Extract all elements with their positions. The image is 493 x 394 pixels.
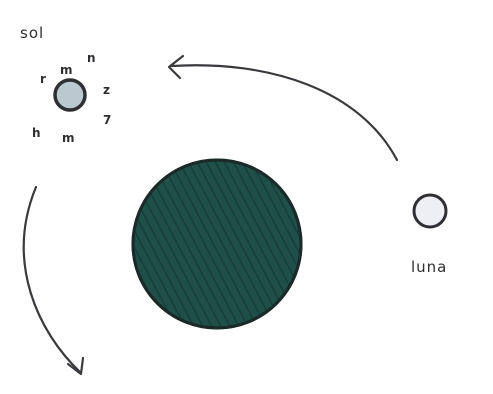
- sun-ray-mark: m: [62, 131, 75, 145]
- earth-hatch-line: [326, 150, 426, 340]
- moon: luna: [411, 195, 447, 276]
- sun-motion-arrow: [24, 187, 83, 374]
- sun-ray-mark: r: [40, 72, 46, 86]
- earth-hatch-line: [0, 150, 84, 340]
- earth: [0, 150, 453, 340]
- earth-hatch-line: [290, 150, 390, 340]
- moon-motion-arrow: [169, 56, 397, 160]
- earth-hatch-line: [38, 150, 138, 340]
- earth-hatch-line: [0, 150, 66, 340]
- sun-ray-mark: m: [60, 63, 73, 77]
- sun-ray-mark: h: [32, 126, 41, 140]
- earth-hatch-line: [0, 150, 93, 340]
- earth-hatch-line: [308, 150, 408, 340]
- earth-hatch-line: [317, 150, 417, 340]
- earth-hatch-line: [29, 150, 129, 340]
- earth-hatch-line: [0, 150, 57, 340]
- earth-hatch-line: [20, 150, 120, 340]
- sun-label: sol: [20, 24, 44, 42]
- sun-icon: [55, 80, 85, 110]
- earth-hatch-line: [299, 150, 399, 340]
- sun-ray-mark: n: [87, 51, 96, 65]
- earth-hatch-line: [353, 150, 453, 340]
- earth-hatch-line: [335, 150, 435, 340]
- sun-ray-mark: z: [103, 83, 110, 97]
- moon-icon: [414, 195, 446, 227]
- earth-hatch-line: [11, 150, 111, 340]
- sun: sol r m n z 7 m h: [20, 24, 111, 145]
- earth-hatch-line: [344, 150, 444, 340]
- moon-label: luna: [411, 258, 447, 276]
- earth-hatch-line: [2, 150, 102, 340]
- sun-ray-mark: 7: [103, 113, 111, 127]
